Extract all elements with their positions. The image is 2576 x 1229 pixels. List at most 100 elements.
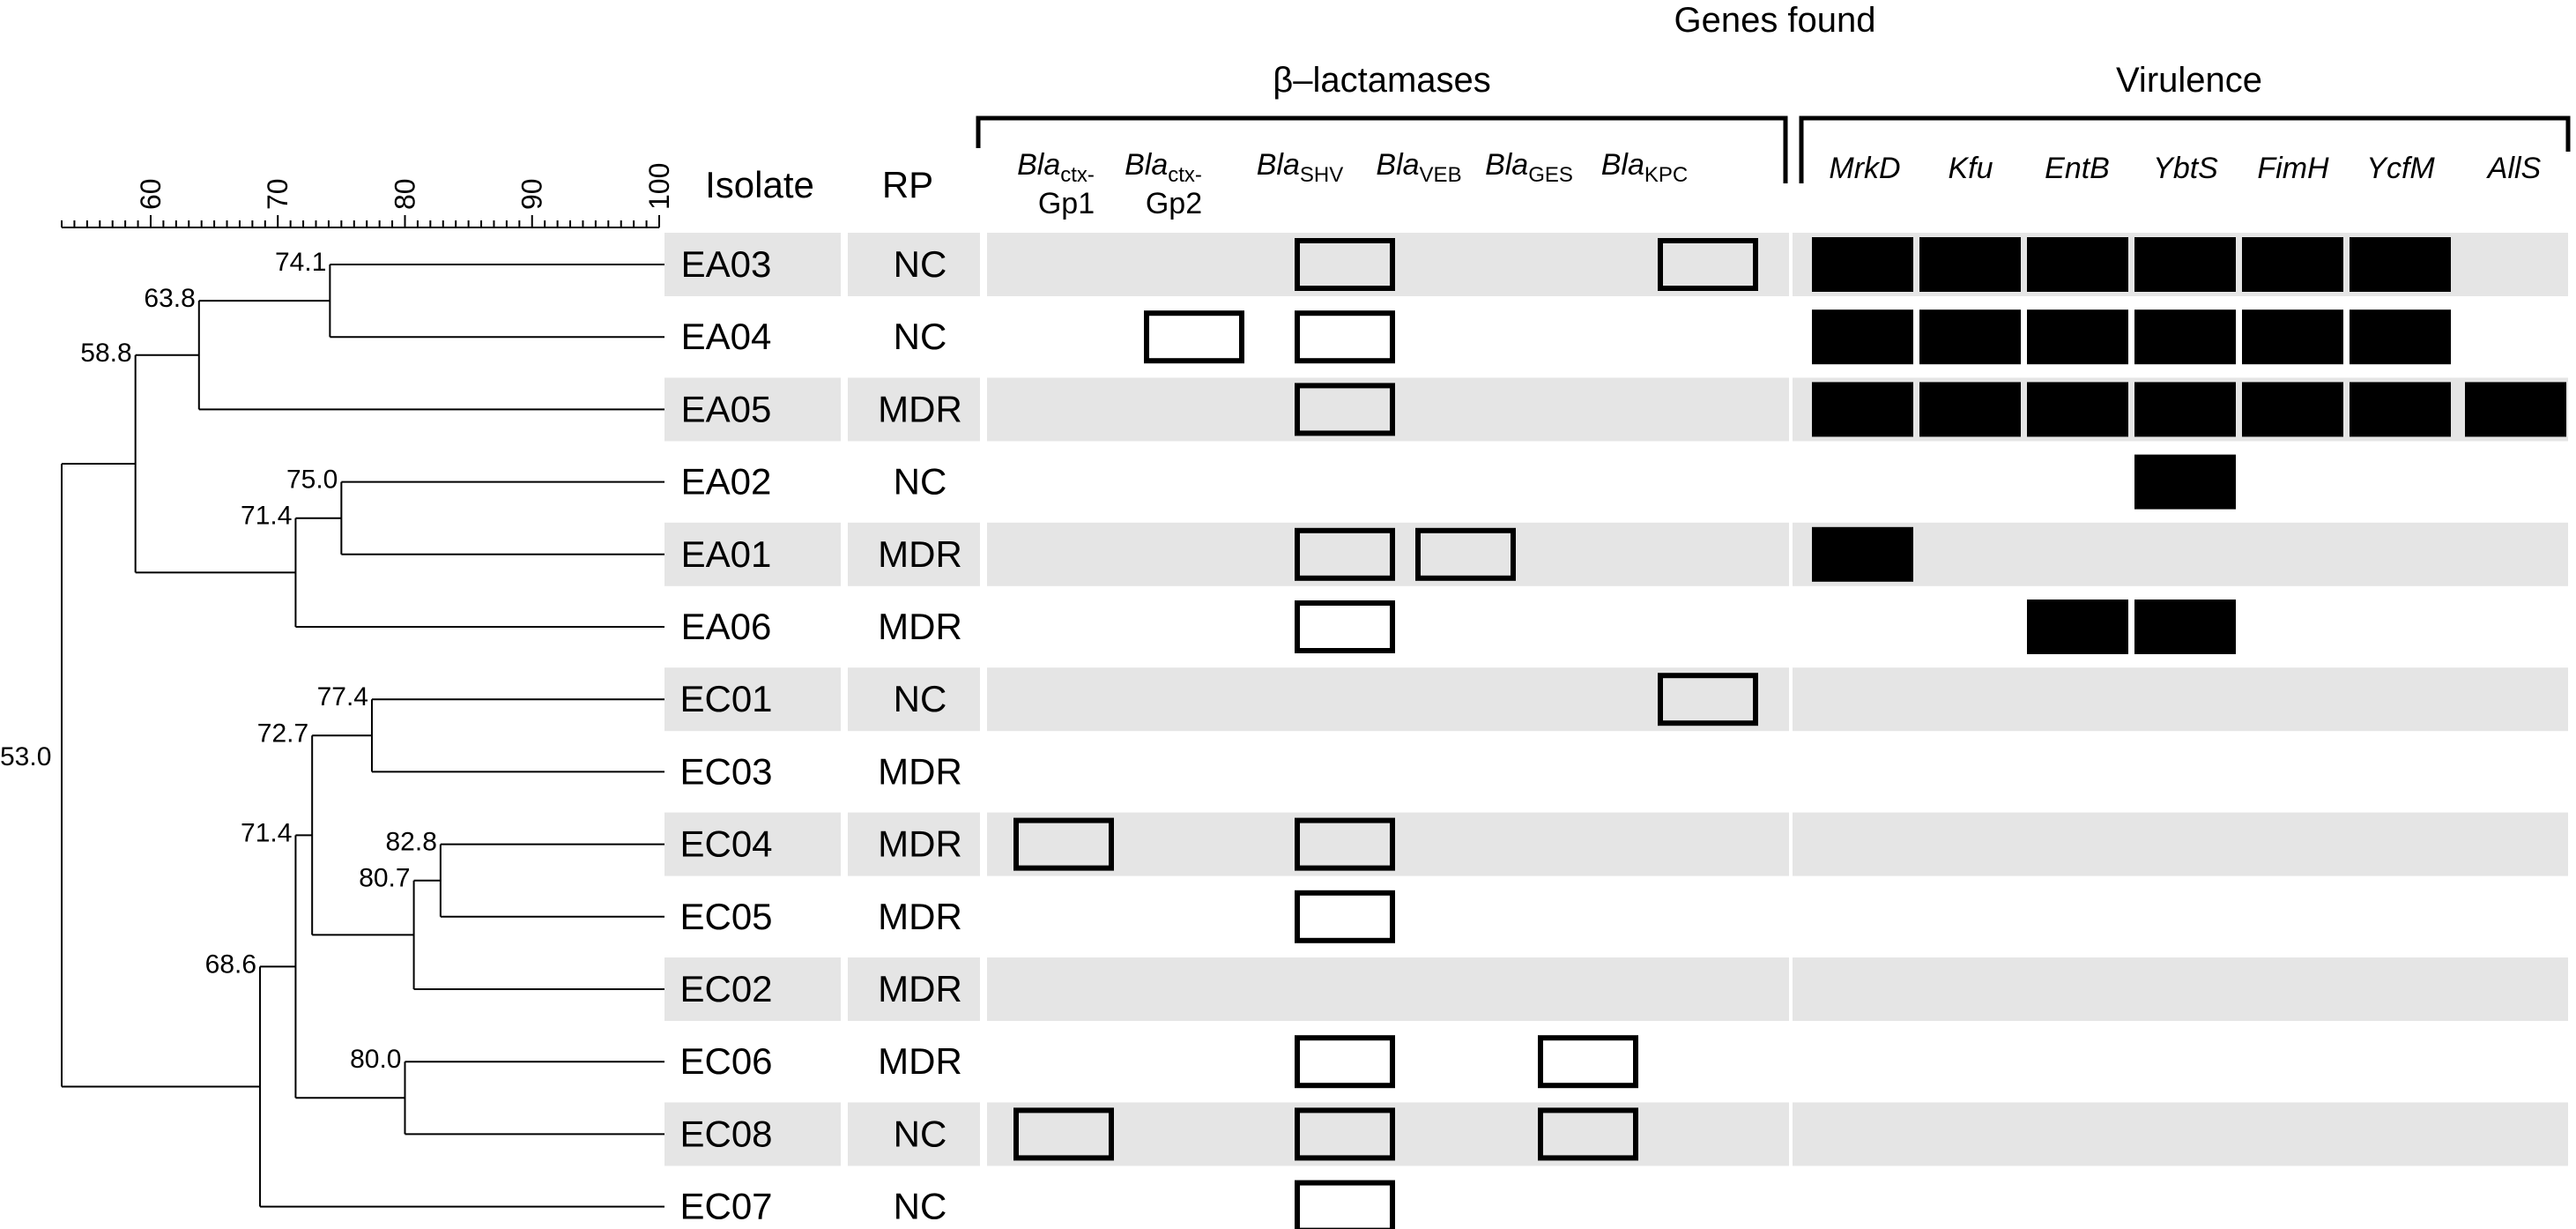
bla-present-box	[1538, 1035, 1638, 1089]
bla-present-box	[1295, 527, 1395, 581]
virulence-present-block	[2134, 237, 2236, 292]
bla-present-box	[1144, 310, 1244, 364]
dendrogram-node-label: 82.8	[385, 828, 436, 857]
virulence-present-block	[2465, 382, 2566, 437]
virulence-present-block	[1812, 526, 1913, 582]
bla-gene-label: Blactx-	[1017, 148, 1095, 187]
virulence-present-block	[2350, 382, 2451, 437]
virulence-present-block	[2027, 237, 2128, 292]
scale-tick-label: 60	[135, 178, 167, 210]
bla-present-box	[1295, 817, 1395, 871]
dendrogram-node-label: 71.4	[241, 502, 292, 531]
virulence-present-block	[2134, 382, 2236, 437]
virulence-present-block	[2242, 382, 2343, 437]
bla-present-box	[1295, 1180, 1395, 1229]
virulence-gene-label: FimH	[2257, 152, 2329, 185]
rp-label: NC	[894, 316, 947, 357]
dendrogram-node-label: 75.0	[286, 466, 338, 495]
row-stripe	[848, 667, 980, 732]
isolate-label: EA03	[681, 243, 772, 285]
virulence-present-block	[2350, 237, 2451, 292]
virulence-gene-label: AllS	[2486, 152, 2542, 185]
row-stripe	[848, 957, 980, 1021]
row-stripe	[1793, 667, 2568, 732]
beta-lactamases-label: β–lactamases	[1273, 61, 1491, 100]
row-stripe	[848, 377, 980, 442]
virulence-present-block	[1812, 382, 1913, 437]
dendrogram-node-label: 74.1	[275, 248, 326, 277]
bla-gene-label-line2: Gp2	[1146, 187, 1202, 220]
virulence-present-block	[2027, 382, 2128, 437]
bla-gene-label: BlaGES	[1485, 148, 1573, 187]
dendrogram-node-label: 71.4	[241, 818, 292, 847]
row-stripe	[848, 233, 980, 296]
dendrogram-node-label: 77.4	[317, 682, 368, 711]
virulence-gene-label: MrkD	[1829, 152, 1900, 185]
dendrogram-node-labels: 74.163.875.071.458.877.482.880.772.780.0…	[0, 248, 437, 1074]
dendrogram	[61, 264, 664, 1208]
bla-present-box	[1295, 1035, 1395, 1089]
row-stripe	[664, 667, 841, 732]
bla-gene-label: BlaSHV	[1257, 148, 1344, 187]
bla-gene-label: Blactx-	[1125, 148, 1202, 187]
virulence-present-block	[1919, 382, 2021, 437]
scale-tick-label: 70	[262, 178, 293, 210]
row-stripe	[1793, 522, 2568, 586]
isolate-column-header: Isolate	[705, 164, 814, 205]
virulence-present-block	[1812, 309, 1913, 365]
row-stripe	[848, 522, 980, 586]
dendrogram-node-label: 72.7	[257, 719, 308, 748]
bla-present-box	[1013, 1107, 1114, 1161]
rp-label: MDR	[878, 1040, 962, 1082]
dendrogram-node-label: 68.6	[205, 950, 256, 979]
bla-present-box	[1538, 1107, 1638, 1161]
isolate-label: EA05	[681, 388, 772, 429]
bla-gene-label-line2: Gp1	[1038, 187, 1095, 220]
bla-present-box	[1295, 238, 1395, 291]
virulence-present-block	[2242, 309, 2343, 365]
row-stripe	[987, 667, 1789, 732]
gene-marks	[1013, 237, 2566, 1229]
bla-present-box	[1658, 673, 1758, 726]
row-stripe	[1793, 1102, 2568, 1166]
row-stripe	[1793, 957, 2568, 1021]
rp-label: MDR	[878, 533, 962, 575]
row-stripe	[1793, 812, 2568, 876]
bla-present-box	[1415, 527, 1516, 581]
row-stripe	[848, 812, 980, 876]
beta-lactamases-bracket	[976, 115, 1788, 183]
rp-label: NC	[894, 461, 947, 503]
virulence-bracket	[1799, 115, 2571, 183]
row-stripes	[664, 233, 2568, 1166]
isolate-label: EC04	[679, 823, 772, 865]
rp-label: MDR	[878, 606, 962, 647]
dendrogram-node-label: 53.0	[0, 742, 51, 771]
row-stripe	[664, 957, 841, 1021]
rp-label: MDR	[878, 968, 962, 1009]
row-stripe	[664, 377, 841, 442]
isolate-label: EA01	[681, 533, 772, 575]
rp-label: MDR	[878, 750, 962, 792]
virulence-present-block	[2134, 600, 2236, 654]
rp-column-header: RP	[882, 164, 933, 205]
virulence-present-block	[2350, 309, 2451, 365]
bla-gene-label: BlaKPC	[1601, 148, 1689, 187]
dendrogram-node-label: 80.0	[350, 1045, 401, 1074]
virulence-gene-label: YcfM	[2366, 152, 2435, 185]
bla-present-box	[1295, 600, 1395, 653]
rp-label: MDR	[878, 823, 962, 865]
virulence-present-block	[2027, 600, 2128, 654]
bla-present-box	[1295, 310, 1395, 364]
bla-gene-label: BlaVEB	[1376, 148, 1461, 187]
row-stripe	[664, 522, 841, 586]
isolate-label: EC03	[679, 750, 772, 792]
dendrogram-node-label: 58.8	[80, 339, 131, 368]
virulence-gene-label: EntB	[2045, 152, 2110, 185]
virulence-label: Virulence	[2116, 61, 2262, 100]
virulence-present-block	[2242, 237, 2343, 292]
row-stripe	[848, 1102, 980, 1166]
